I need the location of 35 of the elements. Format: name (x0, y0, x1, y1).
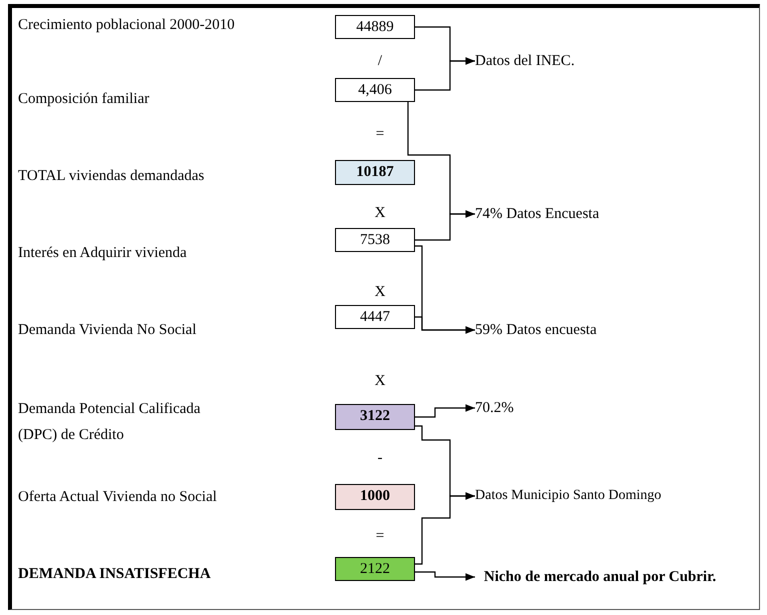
arrow (415, 210, 475, 241)
row-label: Composición familiar (18, 90, 150, 109)
value-box: 10187 (335, 160, 415, 185)
operator-sign: X (374, 372, 386, 391)
operator-sign: / (376, 52, 384, 71)
value-box: 7538 (335, 228, 415, 252)
note-text: Datos Municipio Santo Domingo (475, 485, 763, 507)
value-box: 3122 (335, 404, 415, 430)
row-label: Demanda Potencial Calificada (DPC) de Crédito (18, 400, 202, 445)
operator-sign: = (374, 125, 386, 144)
arrow (415, 404, 475, 418)
value-box: 4447 (335, 305, 415, 329)
operator-sign: X (374, 204, 386, 223)
row-label: Interés en Adquirir vivienda (18, 244, 187, 263)
arrow (415, 316, 475, 334)
operator-sign: X (374, 283, 386, 302)
note-text: 70.2% (475, 397, 675, 419)
row-label: TOTAL viviendas demandadas (18, 167, 204, 186)
note-text: 59% Datos encuesta (475, 319, 695, 341)
row-label: Crecimiento poblacional 2000-2010 (18, 16, 235, 35)
note-text: 74% Datos Encuesta (475, 203, 695, 225)
operator-sign: = (374, 527, 386, 546)
arrow (415, 571, 475, 581)
operator-sign: - (376, 449, 384, 468)
value-box: 4,406 (335, 78, 415, 102)
row-label: Oferta Actual Vivienda no Social (18, 488, 217, 507)
row-label: DEMANDA INSATISFECHA (18, 565, 211, 584)
note-text: Nicho de mercado anual por Cubrir. (475, 566, 725, 588)
value-box: 44889 (335, 15, 415, 39)
note-text: Datos del INEC. (475, 50, 675, 72)
arrow (415, 57, 475, 91)
arrow (415, 492, 475, 565)
row-label: Demanda Vivienda No Social (18, 321, 196, 340)
value-box: 2122 (335, 557, 415, 581)
value-box: 1000 (335, 484, 415, 510)
